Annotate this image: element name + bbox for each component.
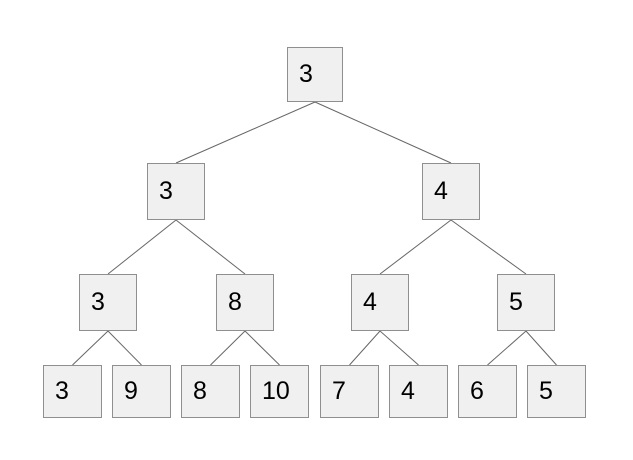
tree-edge (210, 330, 246, 366)
tree-edge (175, 219, 246, 275)
tree-edge (525, 330, 557, 366)
tree-edge (244, 330, 280, 366)
tree-leaf-5: 4 (389, 365, 448, 418)
tree-node-l3-0: 3 (79, 274, 137, 331)
tree-edge (314, 101, 452, 164)
tree-node-root: 3 (287, 47, 343, 102)
tree-leaf-2: 8 (181, 365, 240, 418)
tree-edge (379, 219, 452, 275)
tree-node-l2-left: 3 (147, 163, 205, 220)
tree-leaf-6: 6 (458, 365, 517, 418)
tree-edge (379, 330, 419, 366)
tree-edge (487, 330, 527, 366)
tree-edge (72, 330, 109, 366)
tree-leaf-1: 9 (112, 365, 171, 418)
tree-edge (107, 330, 142, 366)
tree-node-l3-3: 5 (497, 274, 555, 331)
tree-leaf-0: 3 (43, 365, 102, 418)
tree-leaf-7: 5 (527, 365, 586, 418)
tree-edge (175, 101, 316, 164)
tree-node-l2-right: 4 (422, 163, 480, 220)
tree-node-l3-1: 8 (216, 274, 274, 331)
tree-edge (349, 330, 381, 366)
tree-node-l3-2: 4 (351, 274, 409, 331)
tree-edge (107, 219, 177, 275)
tree-edge (450, 219, 527, 275)
tree-leaf-4: 7 (320, 365, 379, 418)
tree-leaf-3: 10 (250, 365, 309, 418)
